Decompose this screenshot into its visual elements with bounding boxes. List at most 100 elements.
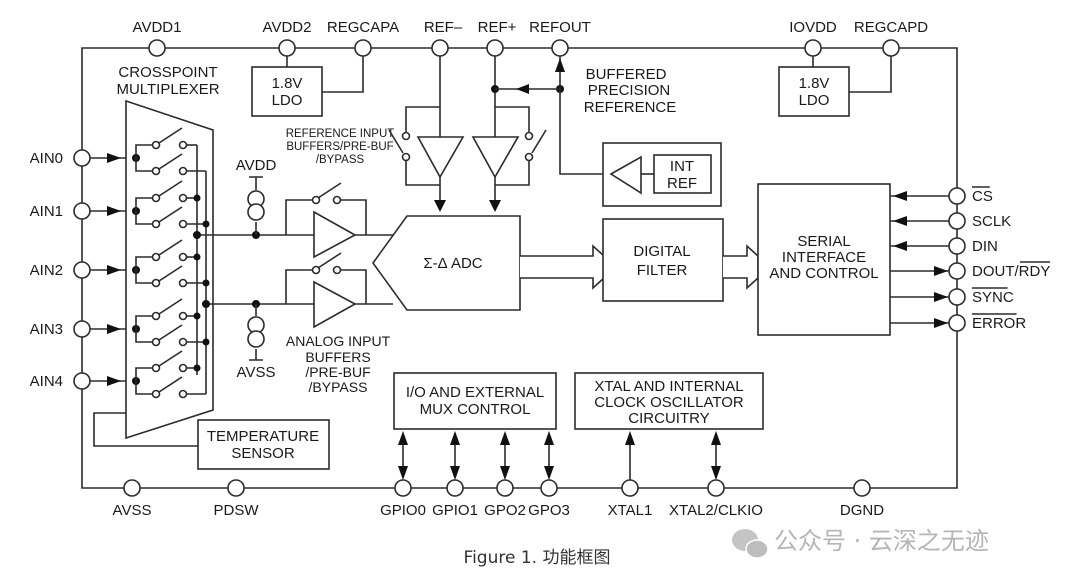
arrow-in [893,216,907,226]
mux-switch-contact [178,337,188,347]
pin-cs [948,187,966,205]
svg-text:BUFFERS: BUFFERS [305,349,370,365]
arrow-out [934,292,948,302]
pin-ref-minus [431,39,449,57]
mux-switch-contact [151,311,161,321]
mux-switch-contact [151,278,161,288]
ldo-analog: 1.8V LDO [251,56,364,117]
mux-switch-contact [178,278,188,288]
mux-switch-contact [151,140,161,150]
pin-label-gpo3: GPO3 [528,502,570,519]
mux-switch-contact [178,363,188,373]
svg-text:1.8V: 1.8V [799,75,830,92]
pin-error [948,314,966,332]
svg-text:TEMPERATURE: TEMPERATURE [207,428,319,445]
mux-switch-contact [151,193,161,203]
pin-label-avss: AVSS [113,502,152,519]
avdd-current-source: AVDD [236,157,276,235]
top-pins: AVDD1 AVDD2 REGCAPA REF– REF+ REFOUT IOV… [133,19,928,57]
mux-switch-blade [158,324,183,341]
arrow-out [934,266,948,276]
pin-label-ain3: AIN3 [30,321,63,338]
pin-label-ref-minus: REF– [424,19,463,36]
pin-avss [123,479,141,497]
mux-switch-blade [158,376,183,393]
mux-switch-blade [158,206,183,223]
bidir-arrow [500,431,510,445]
pin-label-avdd2: AVDD2 [263,19,312,36]
analog-input-buffers: ANALOG INPUT BUFFERS /PRE-BUF /BYPASS [285,182,393,395]
pin-label-iovdd: IOVDD [789,19,837,36]
mux-switch-blade [158,239,183,256]
mux-bus-node [193,364,201,372]
mux-switches [132,127,210,399]
mux-switch-contact [151,337,161,347]
svg-text:I/O AND EXTERNAL: I/O AND EXTERNAL [406,384,544,401]
pin-label-regcapa: REGCAPA [327,19,399,36]
buffered-reference-label: BUFFERED [586,66,667,83]
pin-gpio1 [446,479,464,497]
svg-text:/BYPASS: /BYPASS [309,379,368,395]
digital-filter: DIGITAL FILTER [602,218,724,302]
pin-sclk [948,212,966,230]
mux-switch-contact [178,219,188,229]
mux-switch-contact [151,363,161,373]
svg-text:Σ-Δ ADC: Σ-Δ ADC [423,255,482,272]
pin-label-xtal1: XTAL1 [608,502,653,519]
pin-refout [551,39,569,57]
svg-text:REF: REF [667,175,697,192]
pin-regcapa [354,39,372,57]
svg-text:LDO: LDO [799,92,830,109]
mux-switch-contact [151,389,161,399]
svg-text:DIGITAL: DIGITAL [633,243,690,260]
reference-input-buffers: REFERENCE INPUT BUFFERS/PRE-BUF /BYPASS [286,56,606,212]
arrow-in [893,191,907,201]
svg-text:FILTER: FILTER [637,262,688,279]
pin-label-regcapd: REGCAPD [854,19,928,36]
bidir-arrow [398,431,408,445]
pin-xtal2clkio [707,479,725,497]
mux-switch-contact [178,193,188,203]
pin-label: DOUT/RDY [972,263,1050,280]
mux-switch-blade [158,127,183,144]
pin-gpo3 [540,479,558,497]
mux-bus-node [202,220,210,228]
pin-label-ref-plus: REF+ [478,19,517,36]
sigma-delta-adc: Σ-Δ ADC [372,215,521,311]
bidir-arrow [398,466,408,480]
pin-label-ain0: AIN0 [30,150,63,167]
pin-pdsw [227,479,245,497]
mux-bus-node [193,312,201,320]
pin-label-refout: REFOUT [529,19,591,36]
svg-text:CIRCUITRY: CIRCUITRY [628,410,709,427]
svg-text:XTAL AND INTERNAL: XTAL AND INTERNAL [594,378,743,395]
internal-reference: INT REF [602,142,722,207]
pin-dout [948,262,966,280]
mux-bus-node [193,194,201,202]
chip-outline [81,47,958,489]
pin-ref-plus [486,39,504,57]
svg-text:BUFFERS/PRE-BUF: BUFFERS/PRE-BUF [286,141,393,153]
svg-text:REFERENCE INPUT: REFERENCE INPUT [286,128,395,140]
bidir-arrow [544,431,554,445]
adc-to-filter-bus [520,244,605,290]
svg-text:MULTIPLEXER: MULTIPLEXER [116,81,219,98]
pin-label: DIN [972,238,998,255]
pin-ain4 [73,372,91,390]
svg-text:SENSOR: SENSOR [231,445,295,462]
mux-switch-contact [151,166,161,176]
bidir-arrow [450,431,460,445]
svg-text:PRECISION: PRECISION [588,82,671,99]
svg-text:/PRE-BUF: /PRE-BUF [305,364,370,380]
bidir-arrow [450,466,460,480]
pin-avdd2 [278,39,296,57]
svg-text:/BYPASS: /BYPASS [316,154,365,166]
pin-label-ain2: AIN2 [30,262,63,279]
mux-switch-contact [178,140,188,150]
svg-text:ANALOG INPUT: ANALOG INPUT [286,333,391,349]
mux-bus-node [193,253,201,261]
pin-label-gpio1: GPIO1 [432,502,478,519]
